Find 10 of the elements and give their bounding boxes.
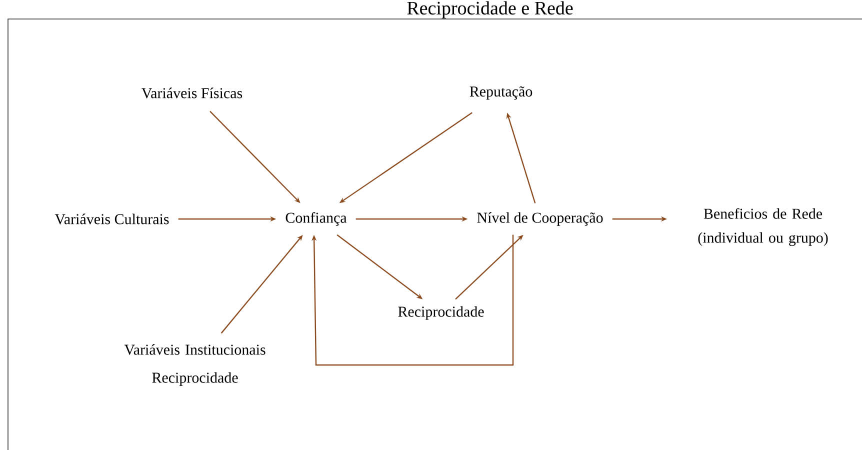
arrow <box>312 234 514 366</box>
node-text: Beneficios de Rede (individual ou grupo) <box>698 208 828 246</box>
node-text: Variáveis Culturais <box>54 214 169 224</box>
node-text: Variáveis Institucionais Reciprocidade <box>124 344 266 386</box>
title: Reciprocidade e Rede <box>407 1 573 18</box>
node-text: Nível de Cooperação <box>477 212 603 226</box>
node-text: Reputação <box>470 86 532 100</box>
node-text: Confiança <box>286 212 347 226</box>
node-text: Variáveis Físicas <box>142 88 242 98</box>
node-text: Reciprocidade <box>398 306 484 320</box>
